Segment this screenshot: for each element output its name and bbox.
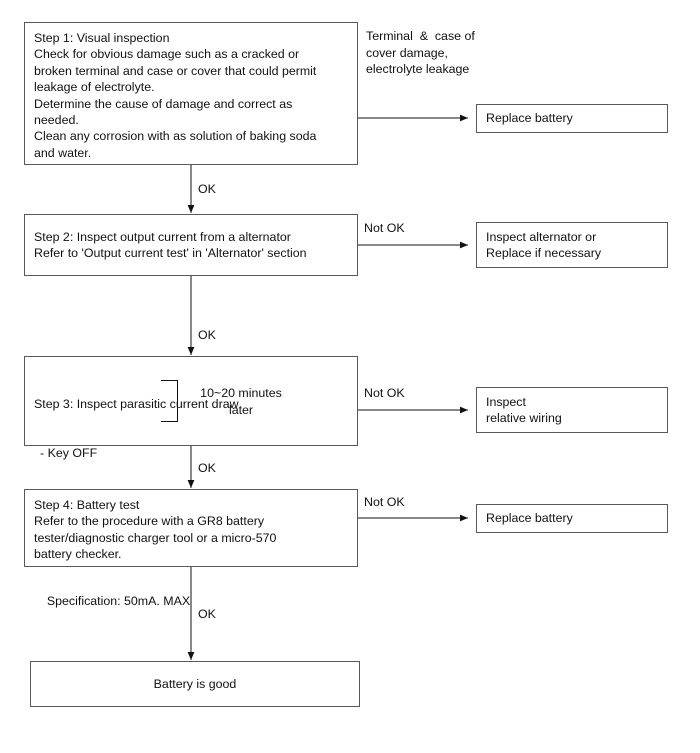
node-replace-battery-1[interactable]: Replace battery bbox=[476, 104, 668, 133]
edge-label-not-ok-3: Not OK bbox=[364, 386, 405, 400]
node-step-3-title: Step 3: Inspect parasitic current draw bbox=[34, 396, 239, 411]
node-replace-battery-2-text: Replace battery bbox=[486, 511, 573, 526]
edge-label-ok-1: OK bbox=[198, 182, 216, 196]
edge-label-not-ok-4: Not OK bbox=[364, 495, 405, 509]
node-inspect-alternator[interactable]: Inspect alternator or Replace if necessa… bbox=[476, 222, 668, 268]
node-replace-battery-2[interactable]: Replace battery bbox=[476, 504, 668, 533]
node-step-3-note: 10~20 minutes later bbox=[200, 386, 282, 417]
node-step-4[interactable]: Step 4: Battery test Refer to the proced… bbox=[24, 489, 358, 567]
node-step-1-text: Step 1: Visual inspection Check for obvi… bbox=[34, 31, 317, 160]
edge-label-ok-3: OK bbox=[198, 461, 216, 475]
edge-label-ok-2: OK bbox=[198, 328, 216, 342]
node-step-4-text: Step 4: Battery test Refer to the proced… bbox=[34, 498, 277, 562]
edge-label-ok-4: OK bbox=[198, 607, 216, 621]
node-step-3-bullet-1: - Key OFF bbox=[40, 446, 98, 461]
group-bracket-icon bbox=[161, 380, 178, 422]
node-step-3[interactable]: Step 3: Inspect parasitic current draw -… bbox=[24, 356, 358, 608]
node-battery-is-good-text: Battery is good bbox=[153, 676, 237, 691]
node-inspect-relative-wiring-text: Inspect relative wiring bbox=[486, 394, 562, 425]
node-step-3-spec: Specification: 50mA. MAX bbox=[40, 593, 191, 608]
node-step-2[interactable]: Step 2: Inspect output current from a al… bbox=[24, 214, 358, 276]
node-battery-is-good[interactable]: Battery is good bbox=[30, 661, 360, 707]
node-step-1[interactable]: Step 1: Visual inspection Check for obvi… bbox=[24, 22, 358, 165]
node-step-2-text: Step 2: Inspect output current from a al… bbox=[34, 229, 307, 260]
annotation-condition-1: Terminal & case of cover damage, electro… bbox=[366, 29, 475, 77]
edge-label-not-ok-2: Not OK bbox=[364, 221, 405, 235]
node-replace-battery-1-text: Replace battery bbox=[486, 111, 573, 126]
node-inspect-relative-wiring[interactable]: Inspect relative wiring bbox=[476, 387, 668, 433]
node-inspect-alternator-text: Inspect alternator or Replace if necessa… bbox=[486, 229, 602, 260]
